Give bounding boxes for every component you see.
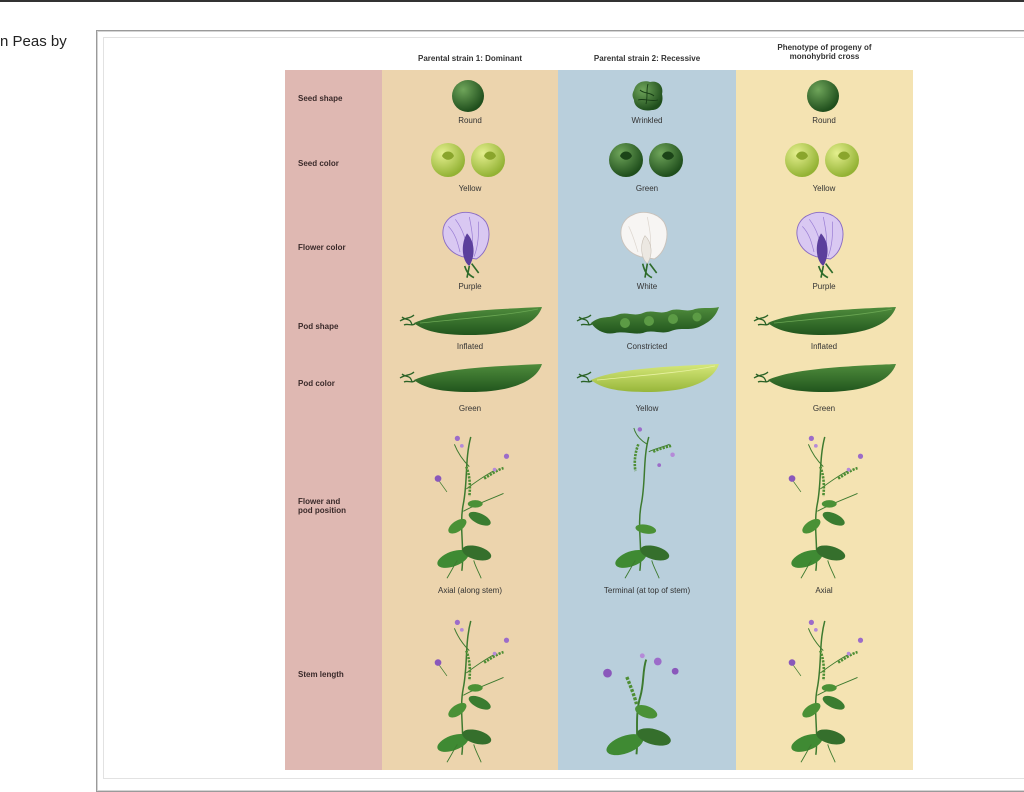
dominant-column — [382, 70, 558, 770]
trait-seed-shape: Seed shape — [298, 94, 343, 103]
terminal-plant-icon — [611, 425, 677, 580]
green-pod-progeny-icon — [753, 364, 896, 392]
caption-progeny-flower-color: Purple — [812, 282, 836, 291]
header-progeny-line1: Phenotype of progeny of — [777, 43, 872, 52]
axial-plant-icon — [433, 434, 511, 580]
green-seeds-icon — [609, 143, 683, 177]
constricted-pod-icon — [576, 307, 719, 334]
caption-recessive-pod-shape: Constricted — [626, 342, 668, 351]
trait-position-line1: Flower and — [298, 497, 341, 506]
caption-dominant-position: Axial (along stem) — [437, 586, 503, 595]
round-seed-progeny-icon — [807, 80, 839, 112]
top-border-line — [0, 0, 1024, 2]
header-progeny: Phenotype of progeny of monohybrid cross — [736, 43, 913, 61]
recessive-column — [558, 70, 736, 770]
tall-plant-progeny-icon — [787, 618, 865, 764]
header-recessive: Parental strain 2: Recessive — [593, 54, 701, 63]
caption-progeny-pod-color: Green — [812, 404, 836, 413]
trait-position: Flower and pod position — [298, 497, 346, 515]
dwarf-plant-icon — [601, 651, 681, 762]
header-dominant: Parental strain 1: Dominant — [417, 54, 523, 63]
caption-progeny-seed-color: Yellow — [812, 184, 836, 193]
caption-dominant-pod-color: Green — [458, 404, 482, 413]
wrinkled-seed-icon — [632, 81, 663, 111]
axial-plant-progeny-icon — [787, 434, 865, 580]
header-progeny-line2: monohybrid cross — [789, 52, 860, 61]
yellow-pod-icon — [576, 364, 719, 392]
caption-recessive-flower-color: White — [636, 282, 658, 291]
purple-flower-progeny-icon — [796, 211, 844, 279]
caption-progeny-position: Axial — [815, 586, 833, 595]
trait-flower-color: Flower color — [298, 243, 346, 252]
caption-recessive-pod-color: Yellow — [635, 404, 659, 413]
caption-recessive-seed-color: Green — [635, 184, 659, 193]
caption-recessive-position: Terminal (at top of stem) — [603, 586, 691, 595]
yellow-seeds-icon — [431, 143, 505, 177]
round-seed-icon — [452, 80, 484, 112]
inflated-pod-progeny-icon — [753, 307, 896, 335]
caption-dominant-seed-color: Yellow — [458, 184, 482, 193]
inflated-pod-icon — [399, 307, 542, 335]
yellow-seeds-progeny-icon — [785, 143, 859, 177]
caption-dominant-seed-shape: Round — [458, 116, 482, 125]
trait-label-column — [285, 70, 382, 770]
white-flower-icon — [620, 211, 668, 279]
trait-seed-color: Seed color — [298, 159, 339, 168]
caption-dominant-pod-shape: Inflated — [456, 342, 484, 351]
trait-pod-color: Pod color — [298, 379, 335, 388]
caption-recessive-seed-shape: Wrinkled — [631, 116, 663, 125]
purple-flower-icon — [442, 211, 490, 279]
trait-stem-length: Stem length — [298, 670, 344, 679]
trait-pod-shape: Pod shape — [298, 322, 339, 331]
caption-dominant-flower-color: Purple — [458, 282, 482, 291]
caption-progeny-pod-shape: Inflated — [810, 342, 838, 351]
trait-position-line2: pod position — [298, 506, 346, 515]
progeny-column — [736, 70, 913, 770]
tall-plant-icon — [433, 618, 511, 764]
green-pod-icon — [399, 364, 542, 392]
caption-progeny-seed-shape: Round — [812, 116, 836, 125]
side-heading-fragment: n Peas by — [0, 33, 67, 50]
